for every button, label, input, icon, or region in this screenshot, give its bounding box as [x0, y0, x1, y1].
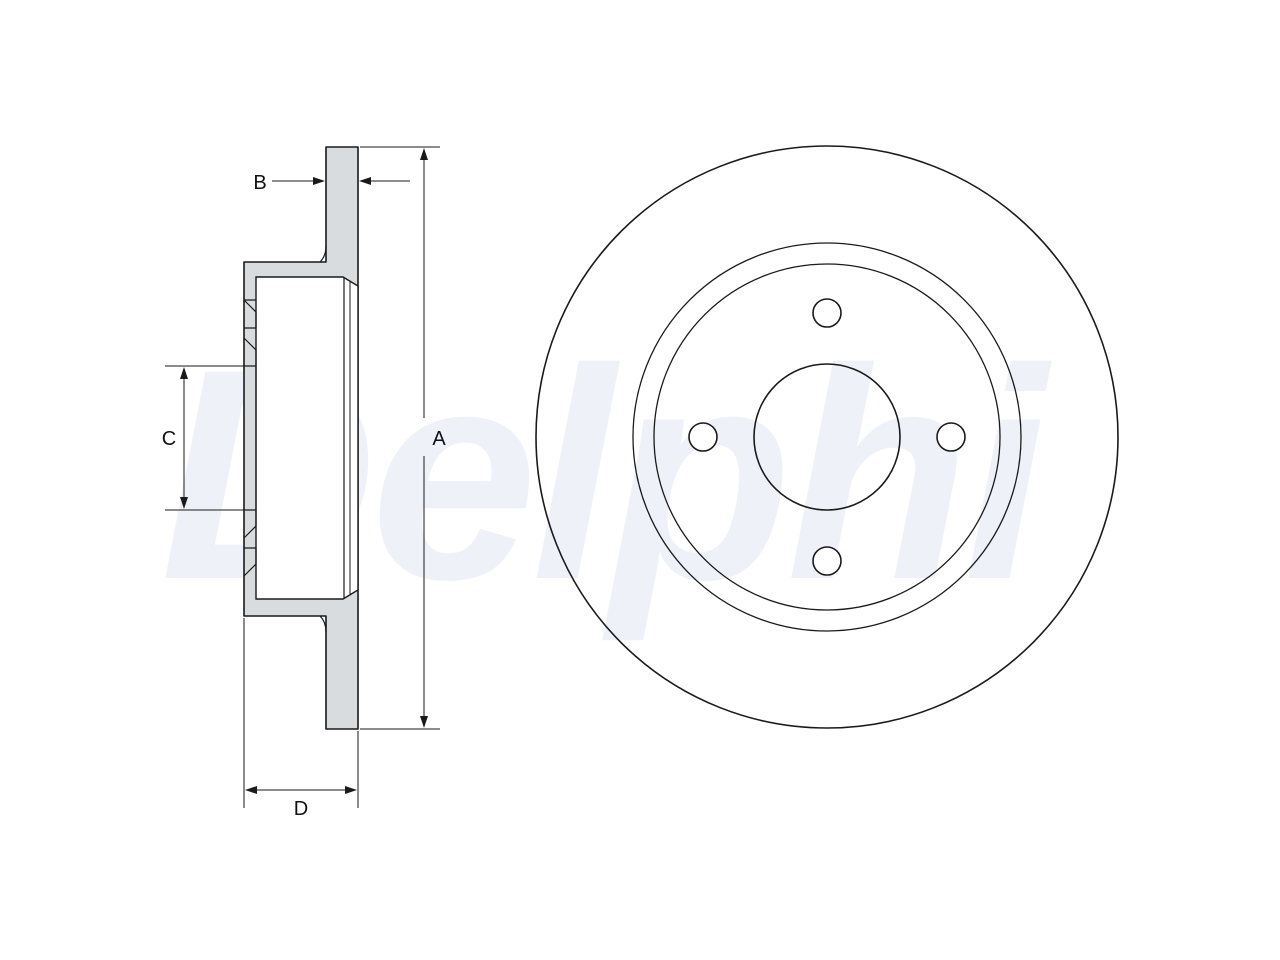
dimension-a: A [360, 146, 446, 730]
bolt-hole-group [688, 298, 966, 576]
dimension-label-b: B [253, 172, 266, 194]
dimension-label-a: A [432, 428, 446, 450]
friction-ring-inner-edge [632, 242, 1022, 632]
arrowhead-b-left [313, 177, 325, 185]
hub-notch-mid-bottom [243, 509, 257, 539]
disc-outer-edge [535, 145, 1119, 729]
dimension-label-c: C [162, 428, 176, 450]
step-fillet-top [319, 245, 327, 263]
arrowhead-b-right [359, 177, 371, 185]
bolt-hole [812, 546, 842, 576]
arrowhead-c-bottom [180, 497, 188, 509]
dimension-c: C [162, 365, 244, 511]
bolt-hole [688, 422, 718, 452]
hub-notch-bottom [243, 547, 257, 577]
centre-bore [753, 363, 901, 511]
arrowhead-a-bottom [420, 716, 428, 728]
hat-outer-edge [653, 263, 1001, 611]
step-fillet-bottom [319, 615, 327, 633]
hub-notch-mid-top [243, 337, 257, 367]
hub-notch-top [243, 299, 257, 329]
arrowhead-d-left [245, 786, 257, 794]
dimension-label-d: D [294, 798, 308, 820]
arrowhead-d-right [345, 786, 357, 794]
dimension-d: D [243, 618, 359, 820]
hat-interior [255, 276, 359, 600]
arrowhead-a-top [420, 148, 428, 160]
bolt-hole [936, 422, 966, 452]
side-section-view [243, 146, 359, 730]
arrowhead-c-top [180, 367, 188, 379]
front-view [535, 145, 1119, 729]
dimension-b: B [253, 172, 410, 194]
bolt-hole [812, 298, 842, 328]
